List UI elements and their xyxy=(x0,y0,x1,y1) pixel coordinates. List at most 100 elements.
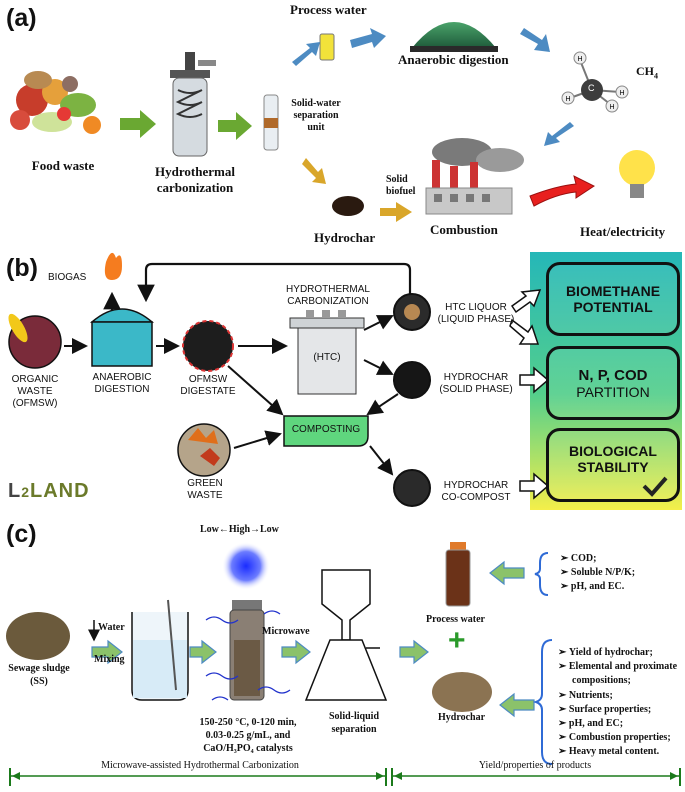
label-heat-electricity: Heat/electricity xyxy=(580,224,666,239)
hydrochar-pile xyxy=(332,196,364,216)
label-composting: COMPOSTING xyxy=(291,424,361,435)
box-stability: BIOLOGICAL STABILITY xyxy=(546,428,680,502)
box-npcod-2: PARTITION xyxy=(576,383,650,400)
label-cocompost-2: CO-COMPOST xyxy=(441,492,511,503)
hydrochar-props-list: ➢ Yield of hydrochar; ➢ Elemental and pr… xyxy=(558,646,677,760)
label-process-water-c: Process water xyxy=(426,614,485,625)
hydrochar-prop-item: ➢ Heavy metal content. xyxy=(558,745,677,759)
hydrochar-prop-item: ➢ Nutrients; xyxy=(558,689,677,703)
bullet-glyph: ➢ xyxy=(558,703,567,715)
hydrochar-prop-item: ➢ Surface properties; xyxy=(558,703,677,717)
water-props-list: ➢ COD; ➢ Soluble N/P/K; ➢ pH, and EC. xyxy=(560,552,635,595)
box-biomethane-2: POTENTIAL xyxy=(573,299,653,315)
label-separation-2: separation xyxy=(293,110,339,121)
filtration-flask-illustration xyxy=(304,569,388,701)
bullet-glyph: ➢ xyxy=(558,732,567,744)
food-waste-illustration xyxy=(10,71,101,134)
hydrochar-prop-text: Elemental and proximate xyxy=(568,661,678,673)
arrow-to-stability xyxy=(519,472,550,500)
label-conditions-2: 0.03-0.25 g/mL, and xyxy=(205,730,291,741)
htc-reactor-illustration xyxy=(170,52,216,157)
panel-a-label: (a) xyxy=(6,4,37,32)
label-htc-liquor: HTC LIQUOR (LIQUID PHASE) xyxy=(434,302,518,326)
label-htc-reactor: (HTC) xyxy=(313,352,341,363)
label-htc-line2: carbonization xyxy=(156,180,234,195)
bullet-glyph: ➢ xyxy=(560,581,569,593)
label-green-waste: GREEN WASTE xyxy=(168,478,242,502)
arrow-digestion-to-ch4 xyxy=(520,28,550,52)
process-water-tube xyxy=(445,542,471,607)
label-separation-3: unit xyxy=(307,122,325,133)
bullet-glyph: ➢ xyxy=(558,661,567,673)
hydrochar-prop-text: Nutrients; xyxy=(568,689,613,701)
box-biomethane-1: BIOMETHANE xyxy=(565,283,661,299)
label-low-high-low: Low←High→Low xyxy=(200,524,279,535)
arrow-mixing-to-reactor xyxy=(189,639,217,665)
methane-h-atom: H xyxy=(609,104,614,111)
label-anaerobic-a: Anaerobic digestion xyxy=(398,52,509,67)
microwave-reactor-illustration xyxy=(205,600,291,701)
digester-illustration xyxy=(410,22,498,52)
label-htc-liquor-2: (LIQUID PHASE) xyxy=(437,314,515,325)
hydrochar-prop-text: Heavy metal content. xyxy=(568,746,660,758)
label-solid-liquid: Solid-liquid separation xyxy=(316,710,392,736)
methane-h-atom: H xyxy=(577,56,582,63)
label-htc-title: HYDROTHERMAL CARBONIZATION xyxy=(268,284,388,308)
label-solid-liquid-1: Solid-liquid xyxy=(328,711,380,722)
water-prop-item: ➢ COD; xyxy=(560,552,635,566)
arrow-hydrochar-to-combustion xyxy=(380,202,412,222)
label-conditions: 150-250 °C, 0-120 min, 0.03-0.25 g/mL, a… xyxy=(186,716,310,755)
label-hydrochar-b-2: (SOLID PHASE) xyxy=(439,384,513,395)
flame-icon xyxy=(104,252,122,280)
label-sludge-1: Sewage sludge xyxy=(8,663,70,674)
hydrochar-prop-text: Combustion properties; xyxy=(568,732,671,744)
arrow-to-hydrochar xyxy=(302,158,326,184)
box-biomethane: BIOMETHANE POTENTIAL xyxy=(546,262,680,336)
arrow-htc-to-hydrochar xyxy=(363,359,394,375)
label-biogas: BIOGAS xyxy=(48,272,87,283)
process-water-vial xyxy=(319,33,335,61)
label-ch4: CH4 xyxy=(636,64,658,80)
hydrochar-prop-item: ➢ Elemental and proximate xyxy=(558,660,677,674)
brace-hydrochar-props xyxy=(532,639,553,765)
label-sewage-sludge: Sewage sludge (SS) xyxy=(0,662,78,688)
label-microwave: Microwave xyxy=(262,626,310,637)
water-prop-text: Soluble N/P/K; xyxy=(570,567,636,579)
methane-h-atom: H xyxy=(565,96,570,103)
label-anaerobic-b: ANAEROBIC DIGESTION xyxy=(82,372,162,396)
label-organic-1: ORGANIC xyxy=(11,374,59,385)
label-digestate-1: OFMSW xyxy=(188,374,228,385)
label-sludge-2: (SS) xyxy=(30,676,48,687)
methane-molecule-illustration xyxy=(561,51,629,113)
hydrochar-prop-text: Yield of hydrochar; xyxy=(568,647,653,658)
separation-unit-illustration xyxy=(263,94,279,151)
label-solid-biofuel-2: biofuel xyxy=(386,186,416,197)
arrow-combustion-to-heat xyxy=(529,175,595,207)
label-mixing: Mixing xyxy=(94,654,125,665)
arrow-to-digestion xyxy=(350,28,386,48)
hydrochar-prop-item: ➢ Yield of hydrochar; xyxy=(558,646,677,660)
bullet-glyph: ➢ xyxy=(558,718,567,730)
arrow-reactor-to-separation xyxy=(281,639,311,665)
arrow-digestate-to-composting xyxy=(227,365,284,416)
label-organic-3: (OFMSW) xyxy=(12,398,58,409)
label-solid-liquid-2: separation xyxy=(331,724,377,735)
bullet-glyph: ➢ xyxy=(560,553,569,564)
label-solid-biofuel: Solid biofuel xyxy=(386,174,415,198)
cocompost-image xyxy=(393,469,431,507)
hydrochar-prop-item: compositions; xyxy=(558,674,677,688)
bullet-glyph: ➢ xyxy=(558,647,567,658)
arrow-hydrochar-to-composting xyxy=(366,393,399,416)
label-water: Water xyxy=(98,622,125,633)
microwave-glow xyxy=(222,542,270,590)
label-green-waste-1: GREEN xyxy=(187,478,223,489)
arrow-sludge-to-mixing xyxy=(91,639,123,665)
arrow-green-to-composting xyxy=(233,430,282,449)
arrow-hydrochar-to-npcod xyxy=(519,366,550,394)
bullet-glyph: ➢ xyxy=(558,746,567,758)
plus-sign: + xyxy=(448,624,466,657)
label-conditions-1: 150-250 °C, 0-120 min, xyxy=(199,717,297,728)
arrow-props-to-water xyxy=(489,560,525,586)
l2land-logo: L2LAND xyxy=(8,480,90,503)
